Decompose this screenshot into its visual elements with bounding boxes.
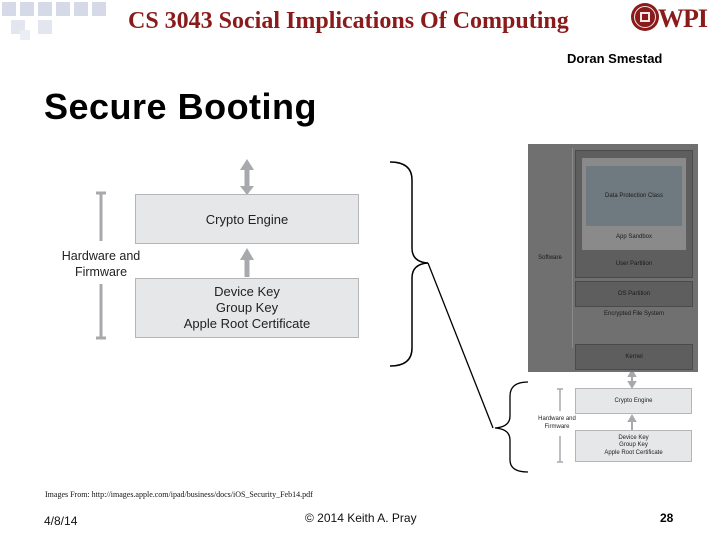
app-sandbox-block: Data Protection Class App Sandbox	[582, 158, 686, 250]
group-key-label: Group Key	[215, 300, 279, 315]
software-label: Software	[538, 255, 562, 261]
small-crypto-engine-label: Crypto Engine	[614, 398, 653, 404]
small-brace	[494, 381, 529, 473]
crypto-engine-label: Crypto Engine	[205, 211, 289, 227]
slide-date: 4/8/14	[44, 514, 78, 528]
software-stack-panel: Software Data Protection Class App Sandb…	[528, 144, 698, 372]
wpi-seal-icon	[631, 3, 659, 31]
small-apple-root-certificate-label: Apple Root Certificate	[604, 449, 663, 456]
apple-root-certificate-label: Apple Root Certificate	[183, 316, 311, 331]
app-sandbox-label: App Sandbox	[615, 234, 653, 240]
image-source-citation: Images From: http://images.apple.com/ipa…	[45, 490, 313, 499]
up-down-arrow-icon	[240, 159, 254, 195]
data-protection-class-block: Data Protection Class	[586, 166, 682, 226]
small-device-key-box: Device Key Group Key Apple Root Certific…	[575, 430, 692, 462]
copyright-notice: © 2014 Keith A. Pray	[305, 511, 417, 525]
device-key-box: Device Key Group Key Apple Root Certific…	[135, 278, 359, 338]
small-hardware-firmware-label: Hardware and Firmware	[538, 416, 576, 430]
os-partition-block: OS Partition	[575, 281, 693, 307]
small-group-key-label: Group Key	[619, 442, 648, 449]
hardware-firmware-label: Hardware and Firmware	[61, 249, 141, 279]
hardware-bracket	[96, 191, 106, 340]
slide-title: Secure Booting	[44, 86, 318, 127]
connector-line	[427, 262, 494, 429]
up-arrow-icon	[240, 248, 254, 277]
small-crypto-engine-box: Crypto Engine	[575, 388, 692, 414]
page-number: 28	[660, 511, 674, 525]
small-device-key-label: Device Key	[618, 434, 649, 441]
decorative-squares	[2, 2, 106, 40]
user-partition-label: User Partition	[615, 261, 653, 267]
user-partition-block: Data Protection Class App Sandbox User P…	[575, 150, 693, 278]
kernel-block: Kernel	[575, 344, 693, 370]
encrypted-file-system-label: Encrypted File System	[603, 311, 665, 317]
wpi-logo: WPI	[658, 4, 708, 33]
course-title: CS 3043 Social Implications Of Computing	[128, 8, 569, 34]
author-name: Doran Smestad	[567, 51, 663, 66]
device-key-label: Device Key	[214, 284, 280, 299]
large-brace	[389, 161, 429, 367]
crypto-engine-box: Crypto Engine	[135, 194, 359, 244]
